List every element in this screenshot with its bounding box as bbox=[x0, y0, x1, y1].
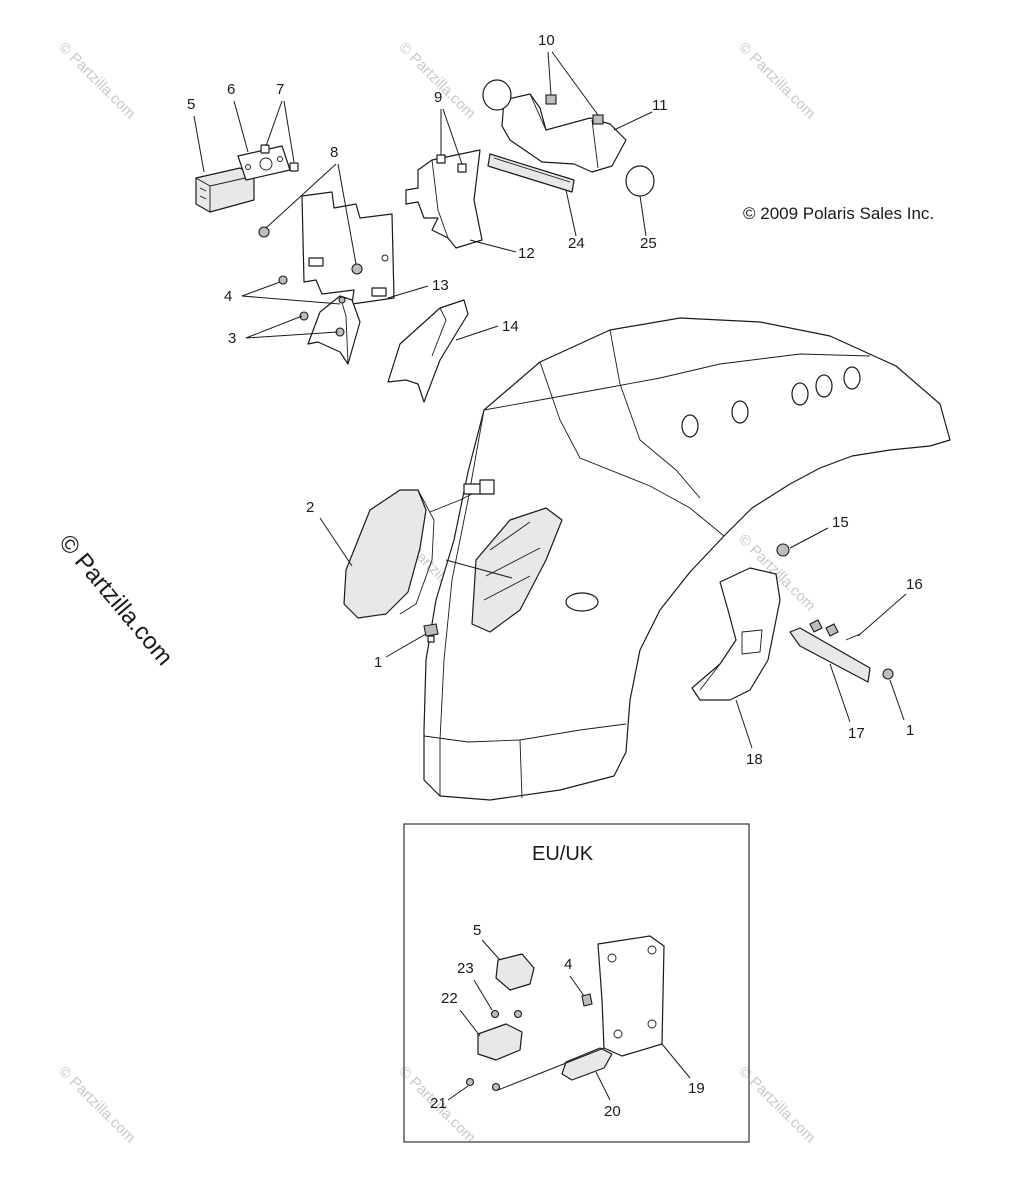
callout-18: 18 bbox=[746, 751, 763, 768]
part-12-bracket bbox=[405, 149, 483, 249]
callout-8: 8 bbox=[330, 144, 338, 161]
inset-eu-uk: EU/UK bbox=[403, 823, 750, 1143]
callout-11: 11 bbox=[652, 97, 668, 114]
callout-17: 17 bbox=[848, 725, 865, 742]
callout-12: 12 bbox=[518, 245, 535, 262]
part-18-shield bbox=[691, 567, 781, 701]
inset-title: EU/UK bbox=[532, 843, 594, 865]
callout-10: 10 bbox=[538, 32, 555, 49]
rear-fender bbox=[423, 317, 951, 801]
callout-24: 24 bbox=[568, 235, 585, 252]
inset-part-5-lamp bbox=[495, 953, 535, 991]
part-3-4-bracket bbox=[278, 275, 361, 365]
callout-19: 19 bbox=[688, 1080, 705, 1097]
part-7-nuts bbox=[260, 144, 299, 172]
watermark: © Partzilla.com bbox=[55, 1063, 138, 1146]
watermark-side: © Partzilla.com bbox=[53, 530, 178, 671]
watermark: © Partzilla.com bbox=[55, 39, 138, 122]
part-24-strip bbox=[487, 153, 575, 193]
callout-9: 9 bbox=[434, 89, 442, 106]
callout-13: 13 bbox=[432, 277, 449, 294]
callout-4: 4 bbox=[564, 956, 572, 973]
watermark: © Partzilla.com bbox=[395, 39, 478, 122]
inset-part-19-plate bbox=[597, 935, 665, 1057]
callout-6: 6 bbox=[227, 81, 235, 98]
callout-5: 5 bbox=[473, 922, 481, 939]
callout-23: 23 bbox=[457, 960, 474, 977]
part-8-plate bbox=[258, 191, 395, 305]
callout-7: 7 bbox=[276, 81, 284, 98]
callout-16: 16 bbox=[906, 576, 923, 593]
callout-15: 15 bbox=[832, 514, 849, 531]
copyright-notice: © 2009 Polaris Sales Inc. bbox=[743, 204, 934, 223]
callout-22: 22 bbox=[441, 990, 458, 1007]
inset-part-22-lamp bbox=[477, 1023, 523, 1061]
inset-part-20-reflector bbox=[561, 1047, 613, 1081]
part-1-screw bbox=[423, 623, 439, 643]
part-5-lamp bbox=[195, 167, 255, 213]
watermark: © Partzilla.com bbox=[735, 1063, 818, 1146]
callout-21: 21 bbox=[430, 1095, 447, 1112]
callout-2: 2 bbox=[306, 499, 314, 516]
callout-14: 14 bbox=[502, 318, 519, 335]
watermark: © Partzilla.com bbox=[735, 39, 818, 122]
part-15-fastener bbox=[776, 543, 790, 557]
part-17-strap bbox=[789, 619, 894, 683]
callout-3: 3 bbox=[228, 330, 236, 347]
part-14-bracket bbox=[387, 299, 469, 403]
callout-20: 20 bbox=[604, 1103, 621, 1120]
callout-1: 1 bbox=[374, 654, 382, 671]
part-11-bracket bbox=[482, 79, 655, 197]
callout-1: 1 bbox=[906, 722, 914, 739]
part-2-lens bbox=[343, 479, 513, 619]
callout-5: 5 bbox=[187, 96, 195, 113]
callout-25: 25 bbox=[640, 235, 657, 252]
callout-4: 4 bbox=[224, 288, 232, 305]
callouts: 1 1 2 3 4 5 6 7 8 9 10 11 12 13 14 15 16… bbox=[187, 32, 923, 1120]
